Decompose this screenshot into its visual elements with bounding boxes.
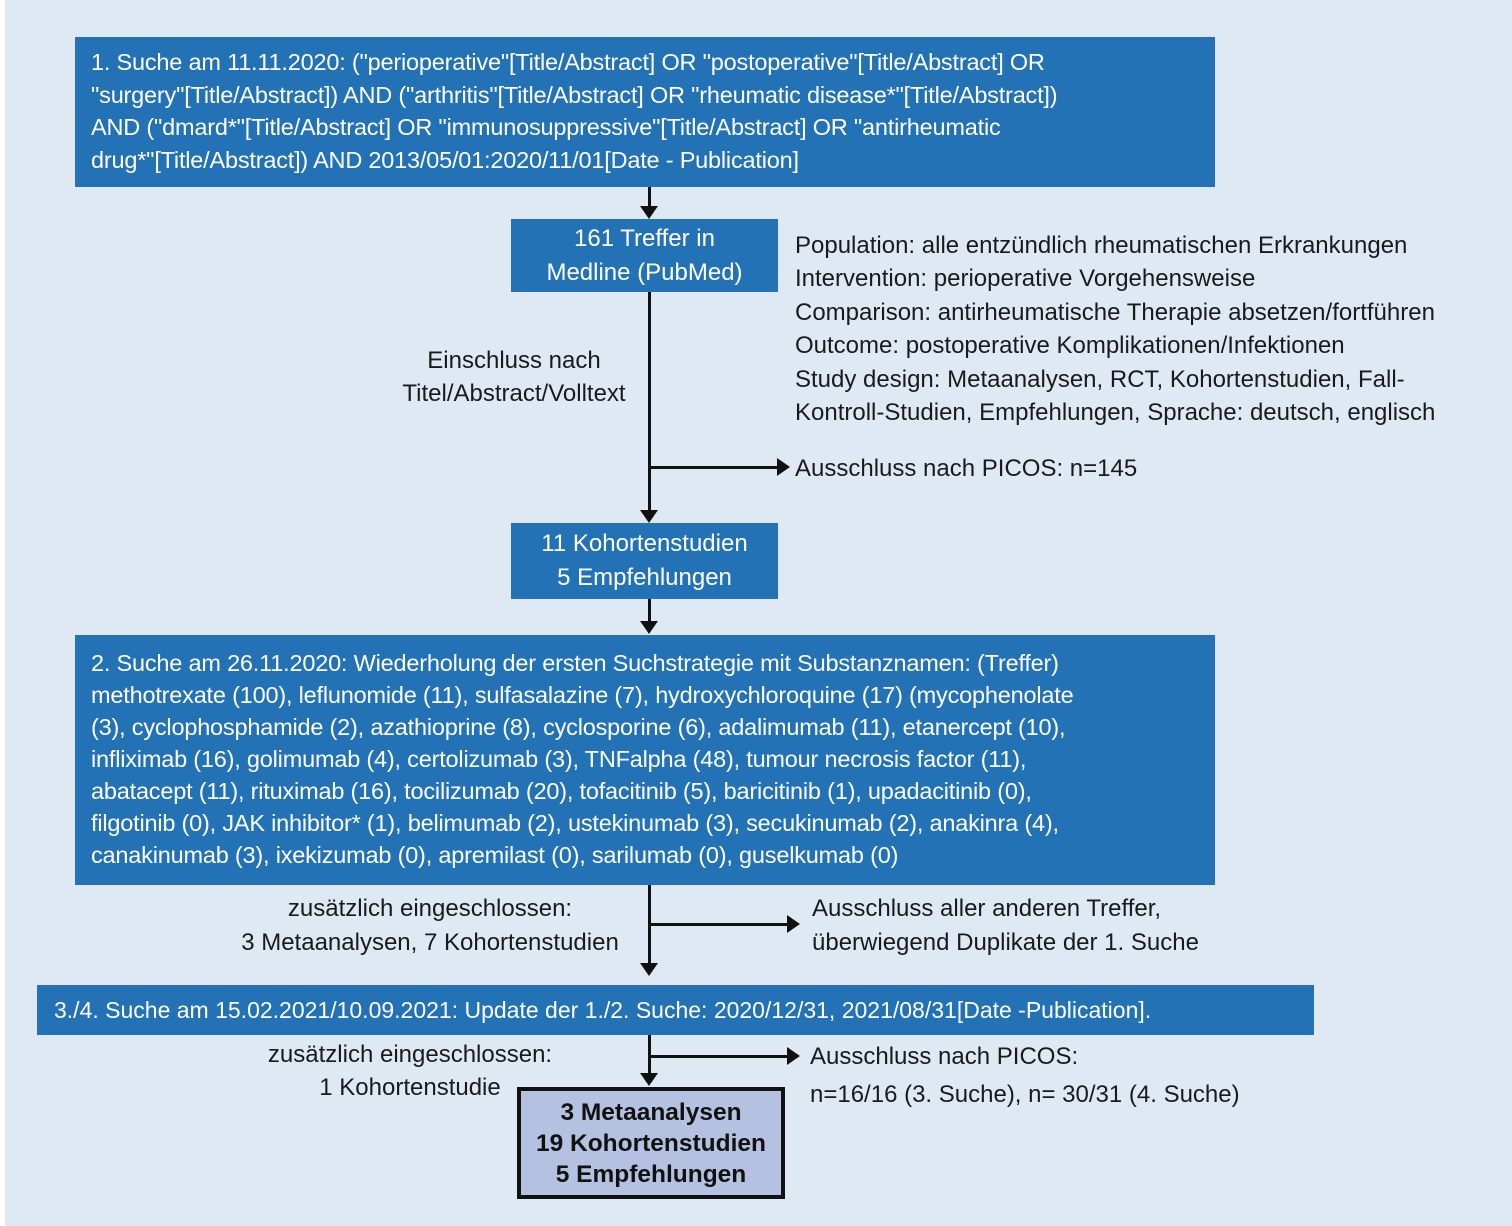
ausschluss1-label: Ausschluss nach PICOS: n=145 — [795, 455, 1138, 482]
arrow-right-icon — [787, 915, 800, 933]
search1-box: 1. Suche am 11.11.2020: ("perioperative"… — [75, 37, 1215, 187]
branch-ausschluss34-line — [651, 1055, 787, 1058]
arrow-down-icon — [640, 621, 658, 634]
arrow-down-icon — [640, 963, 658, 976]
page-left-margin — [0, 0, 5, 1226]
ausschluss34-label-line1: Ausschluss nach PICOS: — [810, 1043, 1079, 1070]
included1-box: 11 Kohortenstudien 5 Empfehlungen — [511, 523, 778, 599]
ausschluss34-label-line2: n=16/16 (3. Suche), n= 30/31 (4. Suche) — [810, 1081, 1240, 1108]
ausschluss2-label: Ausschluss aller anderen Treffer, überwi… — [812, 895, 1199, 956]
connector-included1-search2 — [648, 599, 651, 621]
branch-ausschluss2-line — [651, 923, 787, 926]
added34-label: zusätzlich eingeschlossen: 1 Kohortenstu… — [267, 1041, 553, 1101]
hits-box: 161 Treffer in Medline (PubMed) — [511, 219, 778, 292]
connector-hits-included1 — [648, 292, 651, 510]
search2-box: 2. Suche am 26.11.2020: Wiederholung der… — [75, 635, 1215, 885]
picos-annotation: Population: alle entzündlich rheumatisch… — [795, 232, 1436, 427]
connector-search1-hits — [648, 187, 651, 207]
einschluss-label: Einschluss nach Titel/Abstract/Volltext — [402, 347, 626, 407]
arrow-right-icon — [777, 458, 790, 476]
branch-ausschluss1-line — [651, 466, 777, 469]
arrow-down-icon — [640, 510, 658, 523]
added2-label: zusätzlich eingeschlossen: 3 Metaanalyse… — [241, 895, 619, 956]
connector-search34-final — [648, 1035, 651, 1073]
arrow-down-icon — [640, 206, 658, 219]
arrow-down-icon — [640, 1073, 658, 1086]
arrow-right-icon — [787, 1047, 800, 1065]
final-results-box: 3 Metaanalysen 19 Kohortenstudien 5 Empf… — [517, 1087, 785, 1199]
search34-box: 3./4. Suche am 15.02.2021/10.09.2021: Up… — [37, 985, 1314, 1035]
connector-search2-search34 — [648, 885, 651, 963]
